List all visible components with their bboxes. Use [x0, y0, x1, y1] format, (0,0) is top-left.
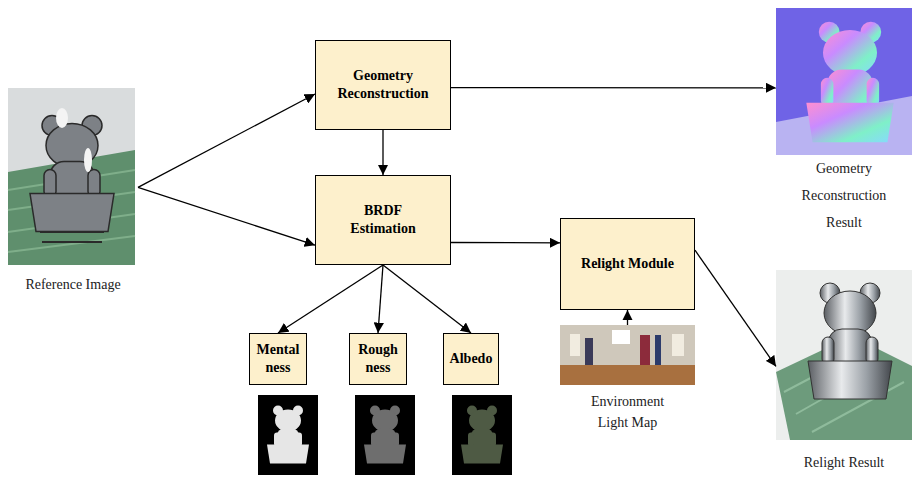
- flow-arrow: [451, 87, 776, 88]
- flow-arrow: [382, 130, 383, 175]
- image-caption-text: Reference Image: [9, 274, 137, 295]
- process-box: Geometry Reconstruction: [315, 40, 451, 130]
- output-box: Albedo: [443, 333, 499, 385]
- process-box: BRDF Estimation: [315, 175, 451, 265]
- image-caption-text: Geometry Reconstruction Result: [792, 155, 896, 236]
- image-caption: Relight Result: [776, 268, 912, 473]
- metalness-map: [258, 395, 318, 475]
- box-label: BRDF Estimation: [330, 202, 436, 238]
- image-caption-text: Relight Result: [779, 452, 909, 473]
- relight-render: [776, 270, 912, 440]
- box-label: Relight Module: [581, 255, 674, 273]
- image-caption: Geometry Reconstruction Result: [776, 8, 912, 236]
- flow-arrow: [138, 94, 315, 187]
- environment-map: [560, 325, 695, 385]
- flow-arrow: [278, 265, 383, 333]
- process-box: Relight Module: [560, 218, 695, 310]
- box-label: Geometry Reconstruction: [330, 67, 436, 103]
- normal-map-render: [776, 8, 912, 155]
- output-box: Mental ness: [249, 333, 307, 385]
- box-label: Rough ness: [354, 341, 402, 377]
- flow-arrow: [138, 187, 315, 245]
- flow-arrow: [695, 250, 776, 366]
- flow-arrow: [451, 242, 560, 244]
- flow-arrow: [627, 310, 628, 325]
- flow-arrow: [383, 265, 471, 333]
- box-label: Albedo: [450, 350, 493, 368]
- box-label: Mental ness: [254, 341, 302, 377]
- albedo-map: [452, 395, 512, 475]
- image-caption: Reference Image: [8, 88, 138, 295]
- flow-arrow: [378, 265, 383, 333]
- image-caption: Environment Light Map: [558, 325, 697, 433]
- output-box: Rough ness: [349, 333, 407, 385]
- reference-photo: [8, 88, 135, 265]
- image-caption-text: Environment Light Map: [576, 391, 680, 433]
- roughness-map: [355, 395, 415, 475]
